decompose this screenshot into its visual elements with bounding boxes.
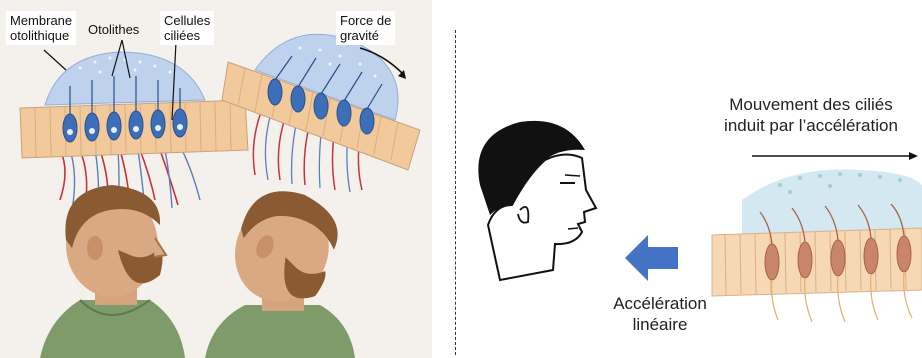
cilia-tissue-illustration xyxy=(0,0,922,358)
